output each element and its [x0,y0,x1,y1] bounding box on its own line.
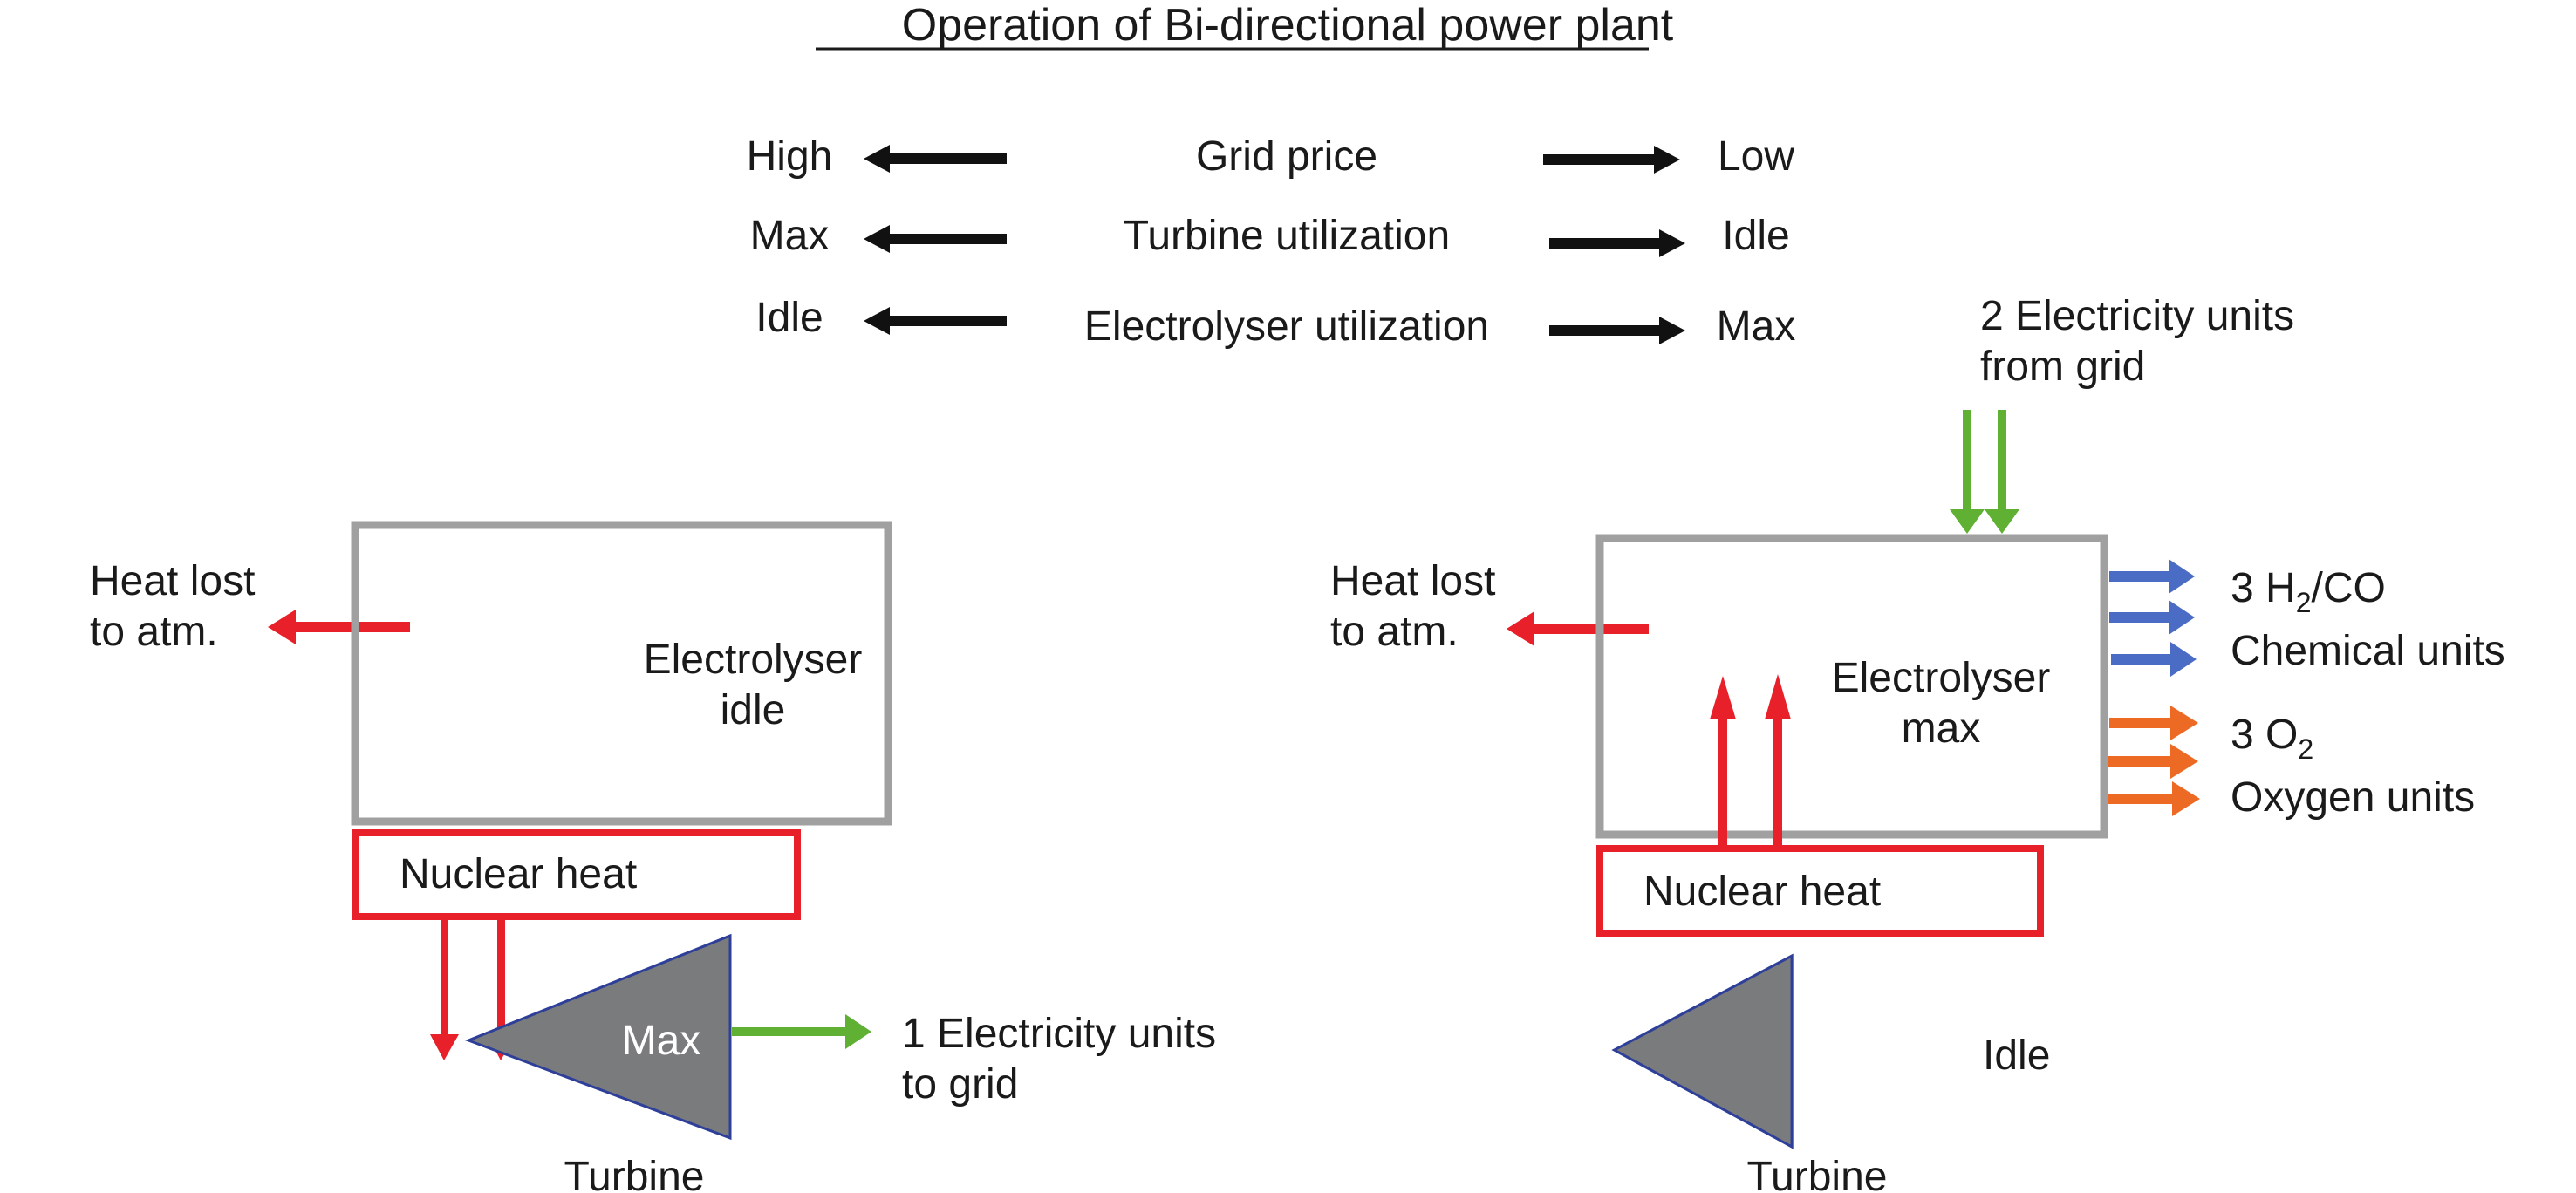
oxygen-units-label: Oxygen units [2231,774,2475,821]
heat-lost-label: Heat lost [1330,558,1495,604]
legend-left-label: Max [750,213,830,259]
electricity-out-arrow-icon [732,1014,871,1049]
oxygen-output-arrow-icon [2109,706,2198,740]
nuclear-heat-label: Nuclear heat [1643,869,1881,915]
heat-lost-label-line2: to atm. [90,609,218,655]
arrow-right-icon [1549,317,1685,344]
chemical-rest: /CO [2312,565,2386,611]
turbine-shape [1611,953,1794,1149]
chemical-output-arrow-icon [2109,559,2195,594]
heat-to-electrolyser-arrow-icon [1765,674,1791,850]
electricity-out-label-line2: to grid [902,1061,1018,1108]
diagram-title: Operation of Bi-directional power plant [902,0,1674,51]
arrow-left-icon [864,145,1007,173]
legend-right-label: Idle [1722,213,1789,259]
left-panel: Heat lost to atm. Electrolyser idle Nucl… [90,521,1216,1193]
turbine-state: Idle [1983,1033,2050,1079]
electrolyser-label: Electrolyser [644,637,863,683]
electricity-out-label: 1 Electricity units [902,1011,1216,1057]
legend-left-label: High [747,133,833,180]
arrow-right-icon [1549,229,1685,257]
heat-lost-label-line2: to atm. [1330,609,1459,655]
arrow-right-icon [1543,146,1680,174]
chemical-subscript: 2 [2296,587,2312,618]
chemical-output-arrow-icon [2111,642,2197,677]
electricity-in-arrow-icon [1950,410,1985,534]
heat-loss-arrow-icon [268,610,410,644]
heat-to-electrolyser-arrow-icon [1710,676,1736,850]
oxygen-subscript: 2 [2298,733,2313,765]
chemical-output-arrow-icon [2109,600,2195,635]
heat-lost-label: Heat lost [90,558,255,604]
electricity-in-label-line2: from grid [1980,344,2145,390]
electrolyser-box [351,521,892,826]
oxygen-count: 3 O [2231,712,2298,758]
electrolyser-box [1595,534,2108,839]
chemical-units-label: Chemical units [2231,628,2505,674]
right-panel: Heat lost to atm. 2 Electricity units fr… [1330,293,2505,1193]
heat-to-turbine-arrow-icon [430,917,459,1060]
oxygen-output-arrow-icon [2108,744,2198,779]
nuclear-heat-box [1596,845,2044,937]
legend-row-grid-price: High Grid price Low [747,133,1795,180]
legend-left-label: Idle [755,295,823,341]
nuclear-heat-box [352,829,801,920]
chemical-output-label: 3 H2/CO [2231,565,2386,618]
chemical-count: 3 H [2231,565,2296,611]
legend-center-label: Grid price [1196,133,1377,180]
turbine-state: Max [622,1018,701,1064]
turbine-label: Turbine [1747,1154,1888,1193]
legend-row-turbine-utilization: Max Turbine utilization Idle [750,213,1790,259]
legend-center-label: Electrolyser utilization [1084,303,1489,350]
electricity-in-arrow-icon [1985,410,2019,534]
arrow-left-icon [864,307,1007,335]
turbine-shape [464,933,732,1141]
electrolyser-label: Electrolyser [1832,655,2051,701]
legend-row-electrolyser-utilization: Idle Electrolyser utilization Max [755,295,1795,350]
oxygen-output-label: 3 O2 [2231,712,2313,765]
heat-loss-arrow-icon [1507,611,1649,646]
legend-right-label: Max [1717,303,1796,350]
electricity-in-label: 2 Electricity units [1980,293,2294,339]
legend-right-label: Low [1718,133,1794,180]
oxygen-output-arrow-icon [2108,781,2200,816]
electrolyser-state: idle [721,687,786,733]
arrow-left-icon [864,225,1007,253]
legend-center-label: Turbine utilization [1124,213,1450,259]
electrolyser-state: max [1902,706,1981,752]
nuclear-heat-label: Nuclear heat [400,851,637,897]
turbine-label: Turbine [564,1154,705,1193]
legend: High Grid price Low Max Turbine utilizat… [747,133,1796,350]
